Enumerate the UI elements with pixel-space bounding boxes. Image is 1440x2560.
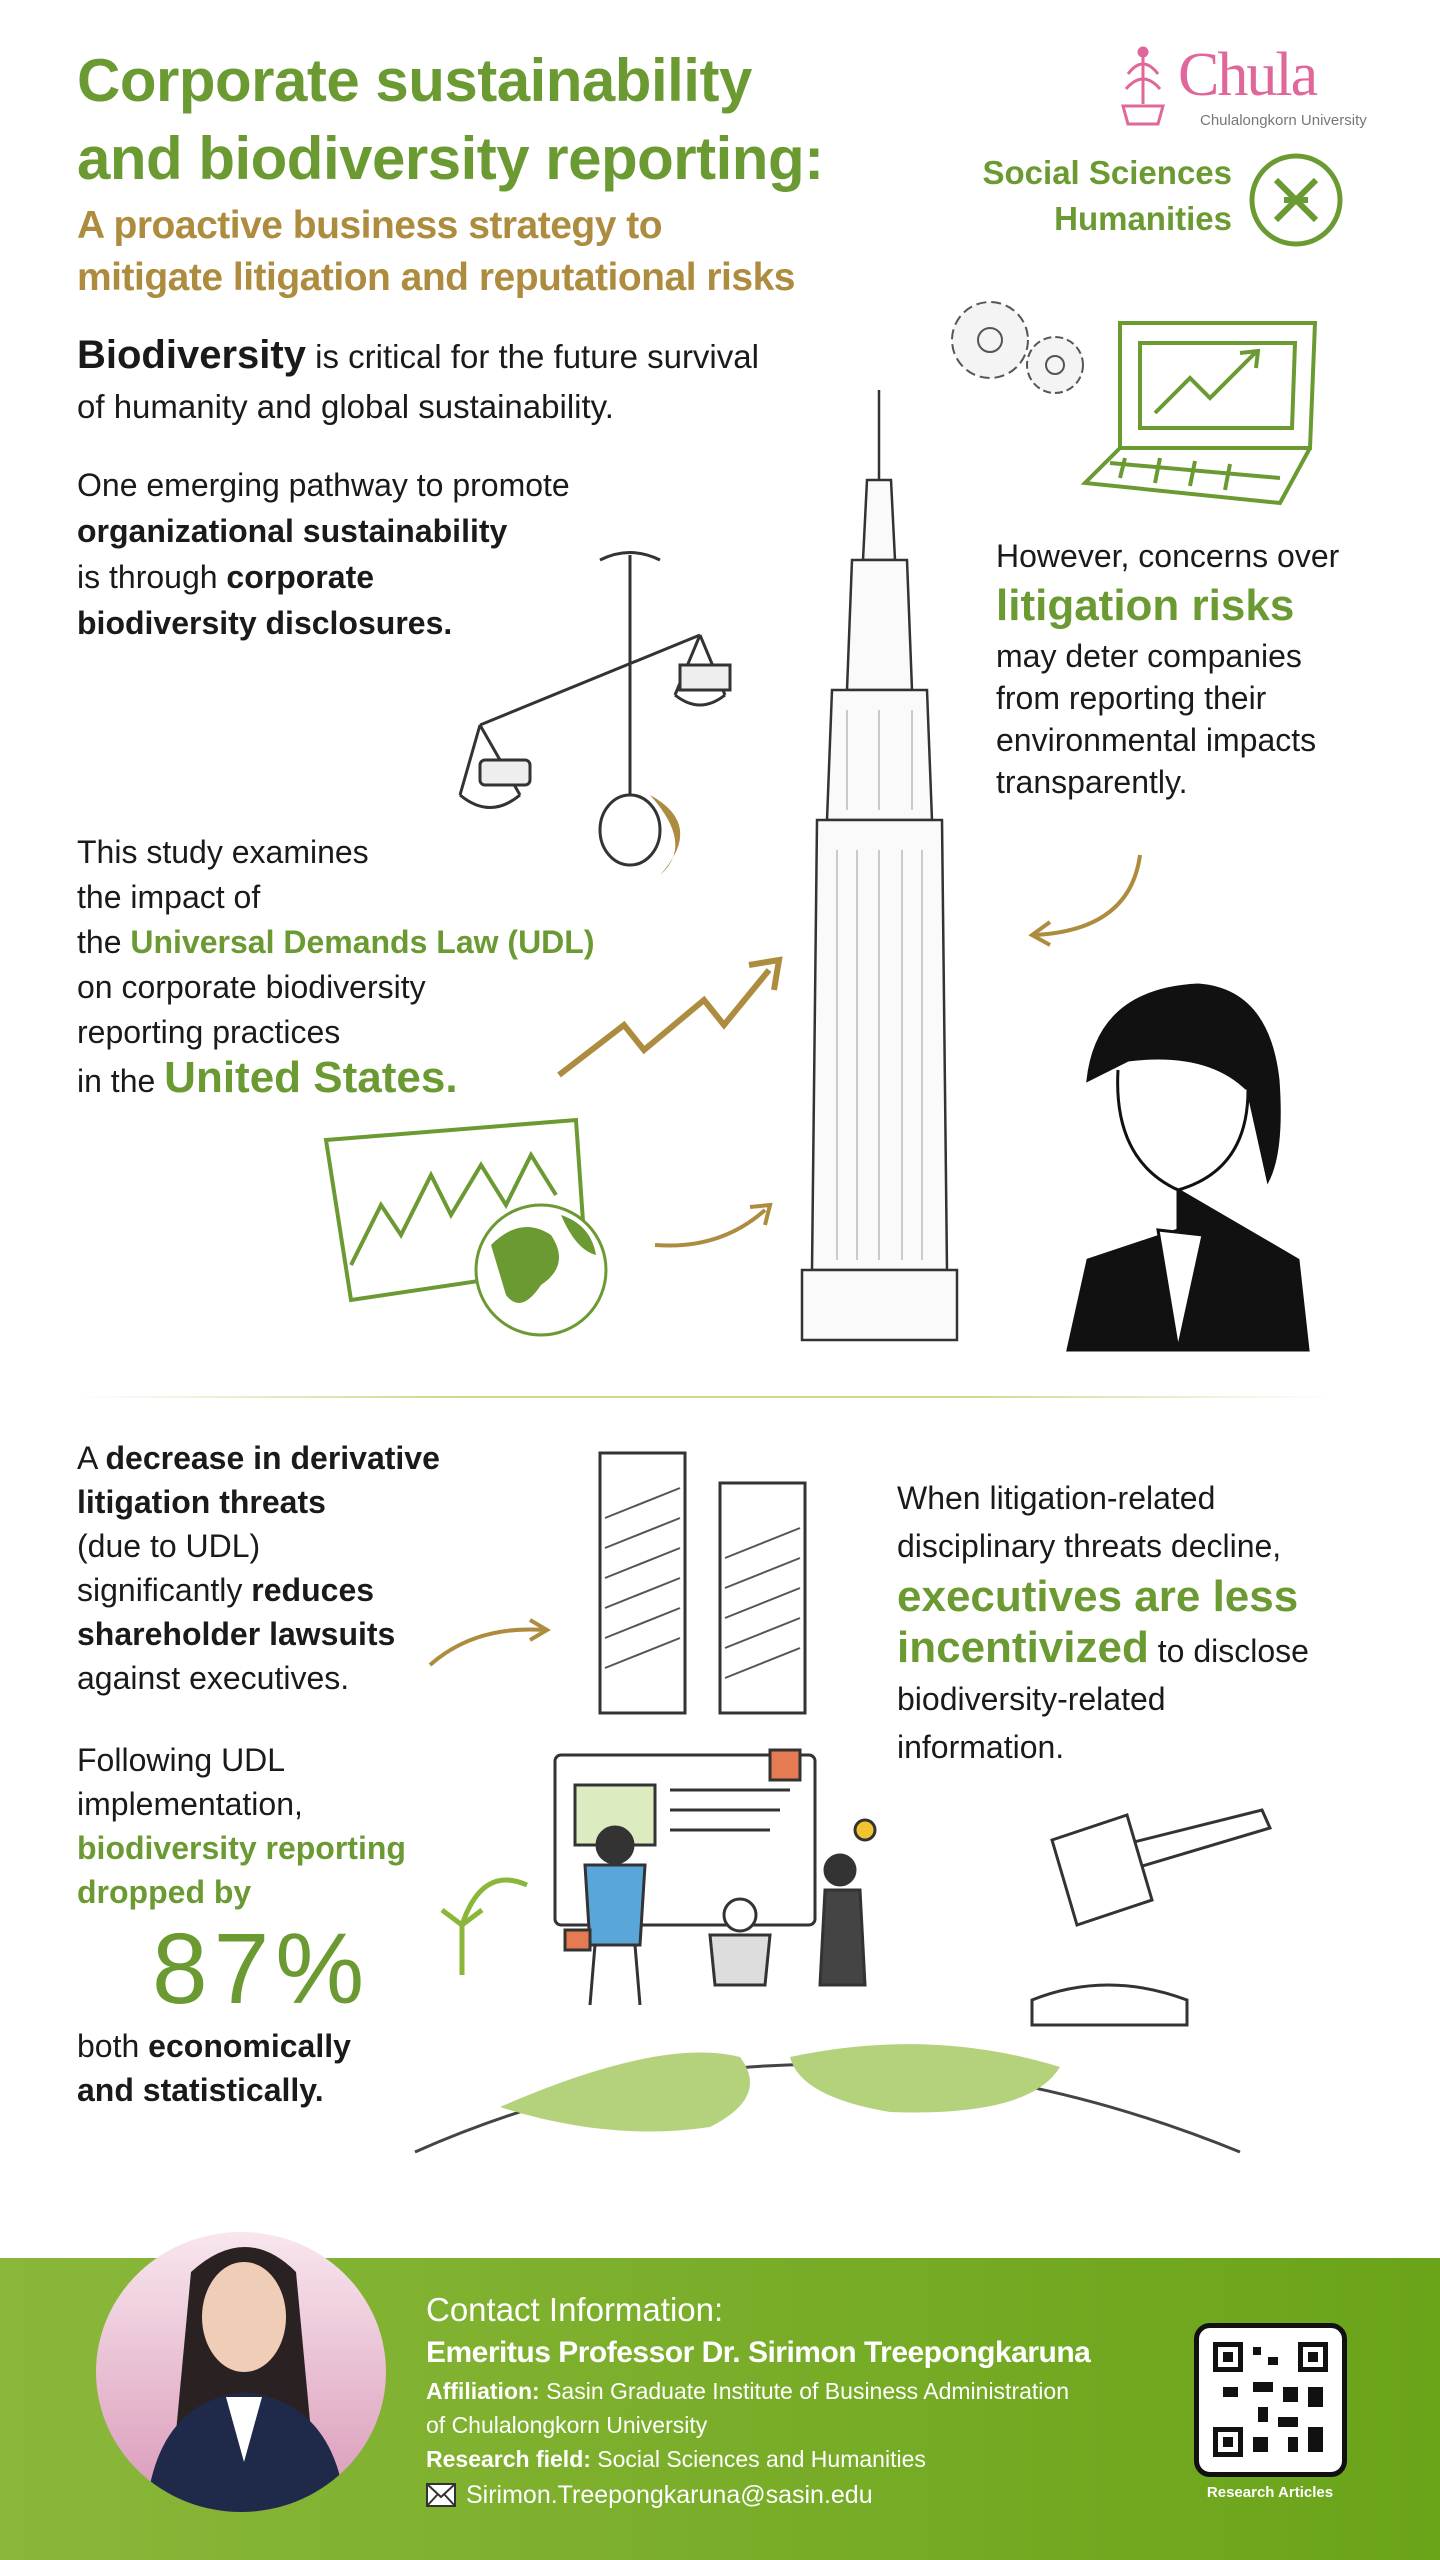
faculty-line: Social Sciences: [982, 154, 1232, 191]
trend-arrow-icon: [557, 956, 783, 1078]
chart-globe-icon: [323, 1117, 608, 1337]
arrow-down-icon: [440, 1877, 529, 1975]
highlight: Universal Demands Law (UDL): [130, 924, 595, 960]
page-subtitle: A proactive business strategy to mitigat…: [77, 200, 795, 304]
team-meeting-illustration: [553, 1748, 877, 2006]
arrow-curved-icon: [428, 1618, 551, 1667]
arrow-curved-icon: [1028, 854, 1142, 947]
text: This study examines: [77, 834, 369, 870]
text: shareholder lawsuits: [77, 1616, 396, 1652]
text: However, concerns over: [996, 538, 1340, 574]
following-text: Following UDL implementation, biodiversi…: [77, 1738, 406, 2112]
highlight: biodiversity reporting: [77, 1830, 406, 1866]
text: implementation,: [77, 1786, 303, 1822]
gavel-icon: [1030, 1808, 1273, 2027]
affiliation-value: Sasin Graduate Institute of Business Adm…: [539, 2378, 1069, 2404]
text: Following UDL: [77, 1742, 286, 1778]
text: biodiversity disclosures.: [77, 605, 453, 641]
highlight: litigation risks: [996, 581, 1295, 630]
text: the impact of: [77, 879, 261, 915]
text: significantly: [77, 1572, 252, 1608]
page-title: Corporate sustainability and biodiversit…: [77, 42, 824, 198]
affiliation-label: Affiliation:: [426, 2378, 540, 2404]
subtitle-line: A proactive business strategy to: [77, 204, 663, 247]
contact-info: Contact Information: Emeritus Professor …: [426, 2288, 1091, 2514]
text: One emerging pathway to promote: [77, 467, 570, 503]
decrease-text: A decrease in derivative litigation thre…: [77, 1436, 440, 1700]
text: transparently.: [996, 764, 1188, 800]
text: from reporting their: [996, 680, 1267, 716]
study-text: This study examines the impact of the Un…: [77, 830, 594, 1104]
research-field-label: Research field:: [426, 2446, 591, 2472]
text: both: [77, 2028, 149, 2064]
section-divider: [77, 1396, 1334, 1398]
qr-caption: Research Articles: [1206, 2484, 1334, 2501]
text: biodiversity-related: [897, 1681, 1166, 1717]
text: the: [77, 924, 131, 960]
text: reduces: [251, 1572, 375, 1608]
text: against executives.: [77, 1660, 350, 1696]
concerns-text: However, concerns over litigation risks …: [996, 535, 1339, 803]
scales-of-justice-icon: [458, 551, 732, 875]
text: and statistically.: [77, 2072, 324, 2108]
intro-biodiversity: Biodiversity is critical for the future …: [77, 330, 759, 432]
text: is critical for the future survival: [305, 338, 759, 375]
highlight: incentivized: [897, 1623, 1149, 1672]
intro-pathway: One emerging pathway to promote organiza…: [77, 462, 570, 646]
title-line: Corporate sustainability: [77, 47, 752, 114]
author-portrait: [146, 2247, 346, 2512]
text: When litigation-related: [897, 1480, 1216, 1516]
arrow-curved-icon: [654, 1202, 773, 1248]
text: is through: [77, 559, 227, 595]
text: to disclose: [1148, 1633, 1309, 1669]
research-field-value: Social Sciences and Humanities: [590, 2446, 926, 2472]
drop-percentage: 87%: [152, 1913, 371, 2025]
text: may deter companies: [996, 638, 1302, 674]
laptop-chart-icon: [1080, 321, 1318, 506]
text: of humanity and global sustainability.: [77, 388, 614, 425]
faculty-line: Humanities: [1054, 200, 1232, 237]
title-line: and biodiversity reporting:: [77, 125, 824, 192]
text: environmental impacts: [996, 722, 1317, 758]
qr-code[interactable]: [1194, 2323, 1347, 2477]
chula-logo: Chula Chulalongkorn University: [1118, 41, 1367, 134]
text: organizational sustainability: [77, 513, 508, 549]
biodiversity-term: Biodiversity: [77, 333, 306, 377]
text: economically: [148, 2028, 351, 2064]
faculty-emblem-icon: [1249, 153, 1343, 247]
chula-subtext: Chulalongkorn University: [1200, 112, 1367, 129]
text: decrease in derivative: [105, 1440, 440, 1476]
text: A: [77, 1440, 106, 1476]
chula-emblem-icon: [1121, 46, 1165, 126]
mail-icon: [426, 2483, 456, 2507]
gears-icon: [951, 301, 1084, 394]
author-photo: [96, 2232, 386, 2512]
executives-text: When litigation-related disciplinary thr…: [897, 1474, 1309, 1771]
highlight: United States.: [164, 1053, 458, 1102]
chula-wordmark: Chula: [1178, 41, 1318, 109]
woman-illustration: [1066, 983, 1310, 1352]
affiliation-value: of Chulalongkorn University: [426, 2412, 708, 2438]
highlight: dropped by: [77, 1874, 252, 1910]
text: in the: [77, 1063, 165, 1099]
skyscraper-icon: [800, 390, 959, 1342]
subtitle-line: mitigate litigation and reputational ris…: [77, 256, 795, 299]
author-name: Emeritus Professor Dr. Sirimon Treepongk…: [426, 2336, 1091, 2369]
twin-buildings-icon: [598, 1451, 807, 1715]
qr-code-icon: [1213, 2342, 1328, 2457]
text: on corporate biodiversity: [77, 969, 426, 1005]
text: litigation threats: [77, 1484, 326, 1520]
contact-heading: Contact Information:: [426, 2291, 724, 2328]
faculty-label: Social Sciences Humanities: [960, 150, 1232, 242]
email-link[interactable]: Sirimon.Treepongkaruna@sasin.edu: [466, 2481, 873, 2509]
highlight: executives are less: [897, 1572, 1299, 1621]
text: (due to UDL): [77, 1528, 261, 1564]
text: reporting practices: [77, 1014, 341, 1050]
text: disciplinary threats decline,: [897, 1528, 1282, 1564]
text: information.: [897, 1729, 1065, 1765]
earth-hill-icon: [414, 2044, 1241, 2154]
text: corporate: [226, 559, 375, 595]
